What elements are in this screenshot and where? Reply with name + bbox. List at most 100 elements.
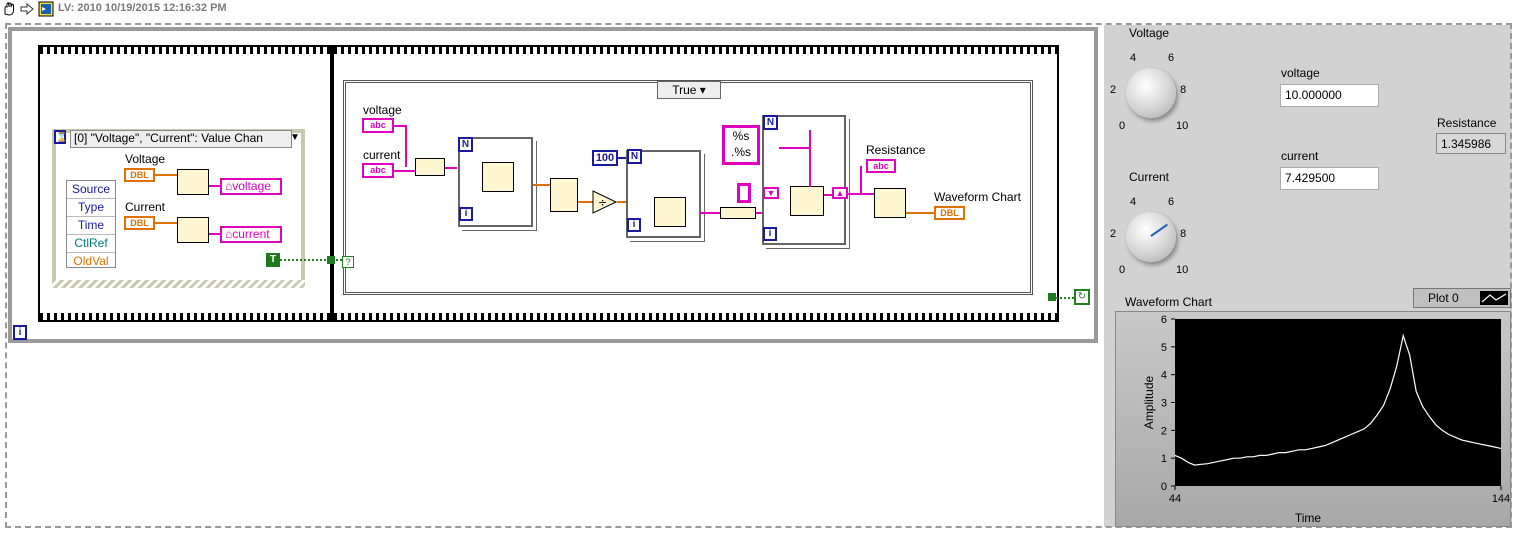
resistance-terminal[interactable]: abc — [866, 159, 896, 173]
event-data-source[interactable]: Source — [67, 181, 115, 199]
local-current[interactable]: ⌂current — [220, 226, 282, 243]
case-selector[interactable]: True ▾ — [657, 81, 721, 99]
local-current-label: current — [232, 227, 270, 241]
wire — [848, 193, 874, 195]
wire — [209, 233, 221, 235]
tunnel — [1048, 293, 1056, 301]
hand-icon[interactable] — [2, 2, 16, 16]
shift-register-left[interactable]: ▼ — [763, 187, 779, 199]
y-axis-label: Amplitude — [1142, 376, 1156, 430]
shift-register-right[interactable]: ▲ — [832, 187, 848, 199]
format-string-node[interactable] — [654, 197, 686, 227]
knob-scale-label: 4 — [1130, 196, 1137, 208]
event-case-selector[interactable]: [0] "Voltage", "Current": Value Chan — [70, 130, 292, 148]
plot-legend[interactable]: Plot 0 — [1413, 288, 1511, 308]
waveform-chart-terminal[interactable]: DBL — [934, 206, 965, 220]
event-case-label: [0] "Voltage", "Current": Value Chan — [74, 131, 263, 145]
for-loop-3 — [762, 115, 846, 245]
current-knob[interactable] — [1126, 212, 1176, 262]
local-voltage[interactable]: ⌂voltage — [220, 178, 282, 195]
number-to-string-node[interactable] — [177, 169, 209, 195]
number-to-string-node[interactable] — [177, 217, 209, 243]
loop-iteration-terminal[interactable]: i — [459, 207, 473, 221]
knob-scale-label: 4 — [1130, 52, 1137, 64]
wire — [445, 167, 457, 169]
wire — [405, 125, 407, 167]
knob-scale-label: 2 — [1110, 84, 1117, 96]
format-array-constant[interactable]: %s .%s — [722, 125, 760, 165]
wire — [779, 147, 809, 149]
format-string-1[interactable]: %s — [732, 129, 750, 143]
wire — [578, 201, 594, 203]
wire — [756, 212, 766, 214]
plot-area — [1175, 319, 1501, 486]
arrow-right-icon[interactable] — [20, 3, 34, 15]
format-string-2[interactable]: .%s — [730, 145, 751, 159]
array-to-spreadsheet-node[interactable] — [720, 207, 756, 219]
event-hatch — [52, 280, 305, 288]
array-subset-node[interactable] — [550, 178, 578, 212]
loop-count-terminal[interactable]: N — [763, 115, 778, 130]
current-terminal[interactable]: DBL — [124, 216, 155, 230]
current-string[interactable]: abc — [362, 163, 394, 178]
knob-scale-label: 2 — [1110, 228, 1117, 240]
loop-iteration-terminal[interactable]: i — [627, 218, 641, 232]
tunnel — [327, 256, 335, 264]
wire — [394, 170, 416, 172]
wire — [533, 184, 551, 186]
format-into-string-node[interactable] — [790, 186, 824, 216]
knob-scale-label: 8 — [1180, 228, 1187, 240]
build-array-node[interactable] — [415, 158, 445, 176]
voltage-string[interactable]: abc — [362, 118, 394, 133]
resistance-terminal-label: Resistance — [866, 143, 926, 157]
event-data-type[interactable]: Type — [67, 199, 115, 217]
loop-iteration-terminal[interactable]: i — [13, 325, 27, 340]
film-strip — [334, 313, 1057, 320]
resistance-indicator-label: Resistance — [1437, 116, 1497, 130]
voltage-terminal[interactable]: DBL — [124, 168, 155, 182]
case-selector-label: True — [672, 83, 697, 97]
knob-scale-label: 8 — [1180, 84, 1187, 96]
loop-iteration-terminal[interactable]: i — [763, 227, 777, 241]
voltage-knob[interactable] — [1126, 68, 1176, 118]
timeout-icon[interactable]: ⌛ — [54, 130, 68, 144]
true-constant[interactable]: T — [266, 253, 280, 267]
x-axis-label: Time — [1295, 511, 1322, 525]
loop-count-terminal[interactable]: N — [458, 137, 473, 152]
sequence-frame-1 — [38, 45, 332, 322]
loop-condition-icon[interactable]: ↻ — [1074, 289, 1090, 305]
event-data-ctlref[interactable]: CtlRef — [67, 235, 115, 253]
knob-scale-label: 0 — [1119, 120, 1126, 132]
y-tick-label: 2 — [1161, 425, 1167, 437]
labview-icon[interactable] — [38, 1, 54, 17]
chevron-down-icon[interactable]: ▼ — [290, 132, 300, 143]
voltage-indicator: 10.000000 — [1280, 84, 1379, 107]
current-indicator-label: current — [1281, 149, 1319, 163]
empty-string-constant[interactable] — [737, 183, 751, 203]
voltage-knob-label: Voltage — [1129, 26, 1170, 40]
plot-legend-label: Plot 0 — [1428, 291, 1459, 305]
loop-count-terminal[interactable]: N — [627, 149, 642, 164]
voltage-terminal-label: Voltage — [125, 152, 166, 166]
divide-node[interactable]: ÷ — [592, 190, 618, 214]
toolbar: LV: 2010 10/19/2015 12:16:32 PM — [0, 0, 1517, 18]
case-selector-terminal[interactable]: ? — [342, 256, 354, 268]
plot-legend-swatch — [1480, 291, 1508, 305]
scan-from-string-node[interactable] — [482, 162, 514, 192]
film-strip — [40, 313, 330, 320]
str-voltage-label: voltage — [363, 103, 402, 117]
event-data-oldval[interactable]: OldVal — [73, 254, 109, 268]
wire — [700, 212, 720, 214]
y-tick-label: 4 — [1161, 370, 1167, 382]
wire — [394, 125, 406, 127]
numeric-constant-100[interactable]: 100 — [592, 150, 618, 166]
resistance-indicator: 1.345986 — [1436, 133, 1506, 154]
film-strip — [334, 47, 1057, 54]
event-data-time[interactable]: Time — [67, 217, 115, 235]
wire — [617, 201, 629, 203]
wire — [618, 157, 628, 159]
str-current-label: current — [363, 148, 401, 162]
y-tick-label: 3 — [1161, 398, 1167, 410]
scan-from-string-node[interactable] — [874, 188, 906, 218]
